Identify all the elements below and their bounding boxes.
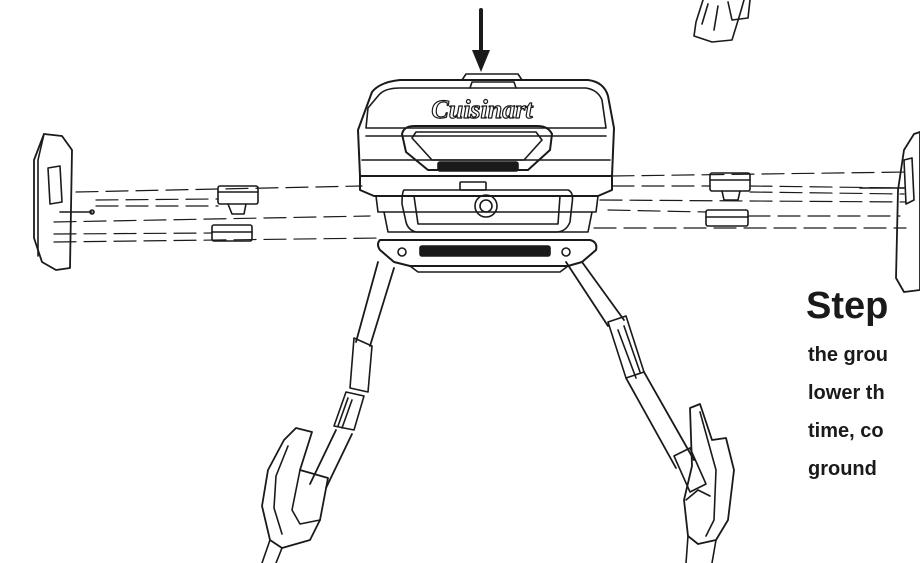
down-arrow-icon: [472, 8, 490, 72]
brand-logo: Cuisinart: [431, 95, 533, 124]
alignment-guides: [53, 171, 911, 243]
right-leg: [565, 261, 735, 563]
step-text-line: the grou: [808, 344, 888, 366]
left-clip-upper: [217, 185, 259, 215]
right-clip-lower: [705, 209, 749, 227]
step-text-line: lower th: [808, 382, 885, 404]
leg-fragment-top-right: [693, 0, 751, 43]
step-instructions: Step the grou lower th time, co ground: [806, 286, 920, 488]
grill-body: [357, 73, 615, 273]
left-leg: [261, 261, 395, 563]
step-text-line: ground: [808, 458, 877, 480]
right-side-table: [859, 131, 920, 293]
step-text-line: time, co: [808, 420, 884, 442]
left-side-table: [33, 133, 95, 271]
left-clip-lower: [211, 224, 253, 242]
right-clip-upper: [709, 172, 751, 201]
step-heading: Step: [806, 286, 889, 327]
